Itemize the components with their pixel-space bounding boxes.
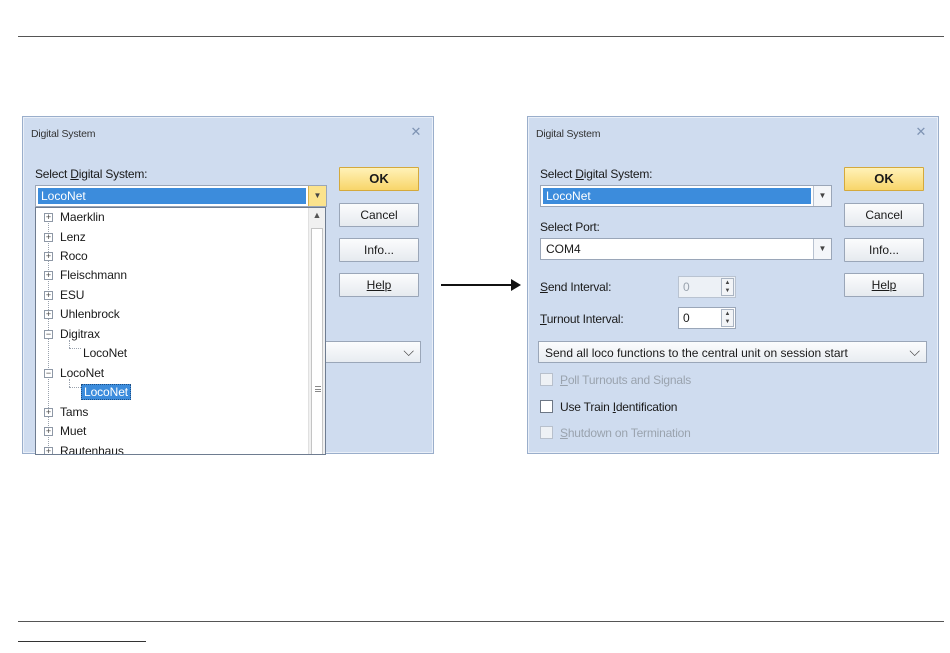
- plus-box-icon[interactable]: +: [44, 446, 53, 455]
- digital-system-combo[interactable]: LocoNet ▼: [540, 185, 832, 207]
- left-digital-system-dialog: Digital System ✕ Select Digital System: …: [22, 116, 434, 455]
- grip-icon: [315, 386, 321, 392]
- footnote-rule: [18, 641, 146, 642]
- ok-button[interactable]: OK: [339, 167, 419, 191]
- page-top-rule: [18, 36, 944, 37]
- use-train-identification-checkbox[interactable]: [540, 400, 553, 413]
- close-icon[interactable]: ✕: [410, 124, 422, 139]
- select-digital-system-label: Select Digital System:: [35, 167, 148, 181]
- digital-system-value: LocoNet: [543, 188, 811, 204]
- port-combo[interactable]: COM4 ▼: [540, 238, 832, 260]
- tree-scrollbar[interactable]: ▲: [308, 208, 325, 454]
- digital-system-tree-list[interactable]: + Maerklin + Lenz + Roco + Fleischmann +…: [35, 207, 326, 455]
- shutdown-on-termination-label: Shutdown on Termination: [560, 426, 691, 440]
- cancel-button[interactable]: Cancel: [844, 203, 924, 227]
- minus-box-icon[interactable]: −: [44, 368, 53, 378]
- turnout-interval-label: Turnout Interval:: [540, 312, 624, 326]
- use-train-identification-label: Use Train Identification: [560, 400, 678, 414]
- turnout-interval-value: 0: [683, 311, 690, 325]
- spinner-buttons[interactable]: ▲▼: [721, 309, 734, 327]
- shutdown-on-termination-checkbox[interactable]: [540, 426, 553, 439]
- scroll-up-arrow-icon[interactable]: ▲: [312, 210, 322, 220]
- spinner-buttons[interactable]: ▲▼: [721, 278, 734, 296]
- session-start-combo[interactable]: Send all loco functions to the central u…: [538, 341, 927, 363]
- plus-box-icon[interactable]: +: [44, 290, 53, 300]
- cancel-button[interactable]: Cancel: [339, 203, 419, 227]
- digital-system-combo[interactable]: LocoNet ▼: [35, 185, 327, 207]
- close-icon[interactable]: ✕: [915, 124, 927, 139]
- plus-box-icon[interactable]: +: [44, 251, 53, 261]
- send-interval-value: 0: [683, 280, 690, 294]
- page-bottom-rule: [18, 621, 944, 622]
- chevron-down-icon: ⌵: [909, 343, 920, 359]
- poll-turnouts-label: Poll Turnouts and Signals: [560, 373, 692, 387]
- port-value: COM4: [546, 242, 581, 256]
- ok-button[interactable]: OK: [844, 167, 924, 191]
- plus-box-icon[interactable]: +: [44, 212, 53, 222]
- turnout-interval-spinner[interactable]: 0 ▲▼: [678, 307, 736, 329]
- dialog-title: Digital System: [31, 128, 96, 140]
- hidden-session-combo[interactable]: ⌵: [325, 341, 421, 363]
- plus-box-icon[interactable]: +: [44, 232, 53, 242]
- digital-system-value: LocoNet: [38, 188, 306, 204]
- send-interval-label: Send Interval:: [540, 280, 612, 294]
- arrow-right-icon: [441, 284, 513, 286]
- chevron-down-icon: ⌵: [403, 343, 414, 359]
- select-port-label: Select Port:: [540, 220, 600, 234]
- chevron-down-icon[interactable]: ▼: [813, 186, 831, 206]
- help-button[interactable]: Help: [339, 273, 419, 297]
- session-start-value: Send all loco functions to the central u…: [545, 346, 848, 360]
- chevron-down-icon[interactable]: ▼: [308, 186, 326, 206]
- select-digital-system-label: Select Digital System:: [540, 167, 653, 181]
- scroll-thumb[interactable]: [311, 228, 323, 454]
- right-digital-system-dialog: Digital System ✕ Select Digital System: …: [527, 116, 939, 454]
- poll-turnouts-checkbox[interactable]: [540, 373, 553, 386]
- chevron-down-icon[interactable]: ▼: [813, 239, 831, 259]
- plus-box-icon[interactable]: +: [44, 426, 53, 436]
- plus-box-icon[interactable]: +: [44, 270, 53, 280]
- info-button[interactable]: Info...: [844, 238, 924, 262]
- dialog-title: Digital System: [536, 128, 601, 140]
- plus-box-icon[interactable]: +: [44, 407, 53, 417]
- info-button[interactable]: Info...: [339, 238, 419, 262]
- plus-box-icon[interactable]: +: [44, 309, 53, 319]
- help-button[interactable]: Help: [844, 273, 924, 297]
- arrow-right-head: [511, 279, 521, 291]
- send-interval-spinner[interactable]: 0 ▲▼: [678, 276, 736, 298]
- minus-box-icon[interactable]: −: [44, 329, 53, 339]
